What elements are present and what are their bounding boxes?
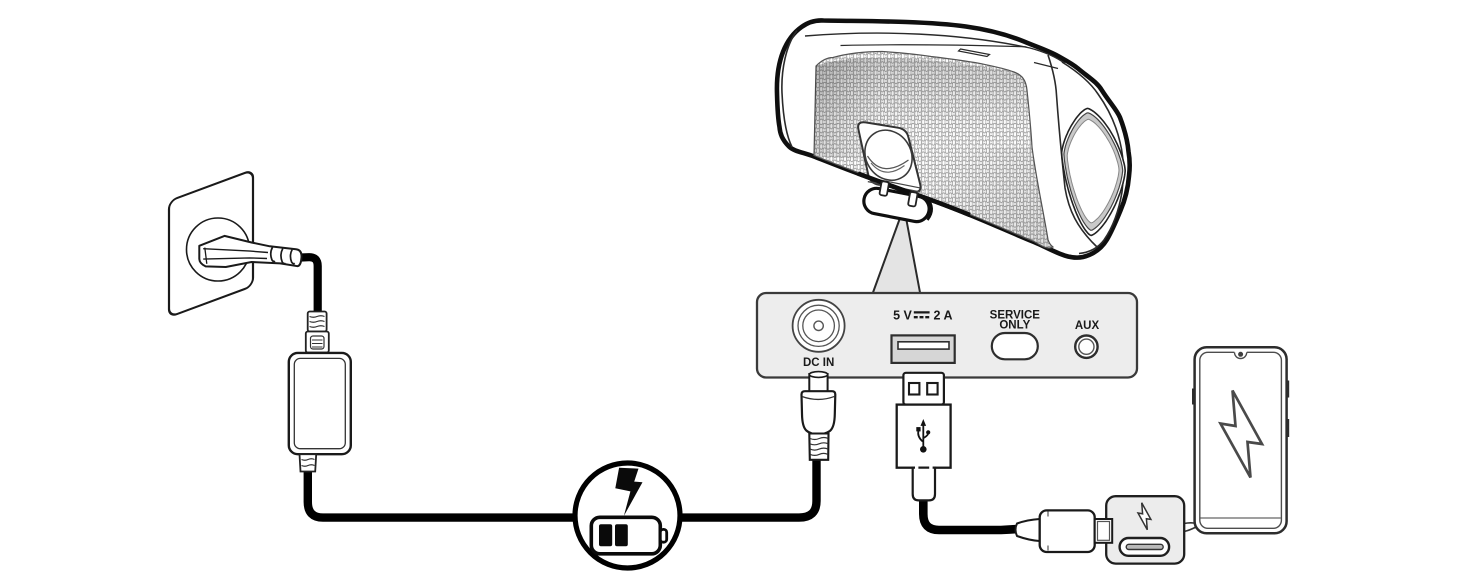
- svg-text:SERVICE: SERVICE: [990, 310, 1041, 322]
- svg-text:2 A: 2 A: [934, 309, 953, 323]
- svg-text:DC IN: DC IN: [803, 357, 834, 369]
- svg-text:AUX: AUX: [1075, 320, 1100, 332]
- svg-text:ONLY: ONLY: [999, 320, 1030, 332]
- svg-text:5 V: 5 V: [893, 309, 912, 323]
